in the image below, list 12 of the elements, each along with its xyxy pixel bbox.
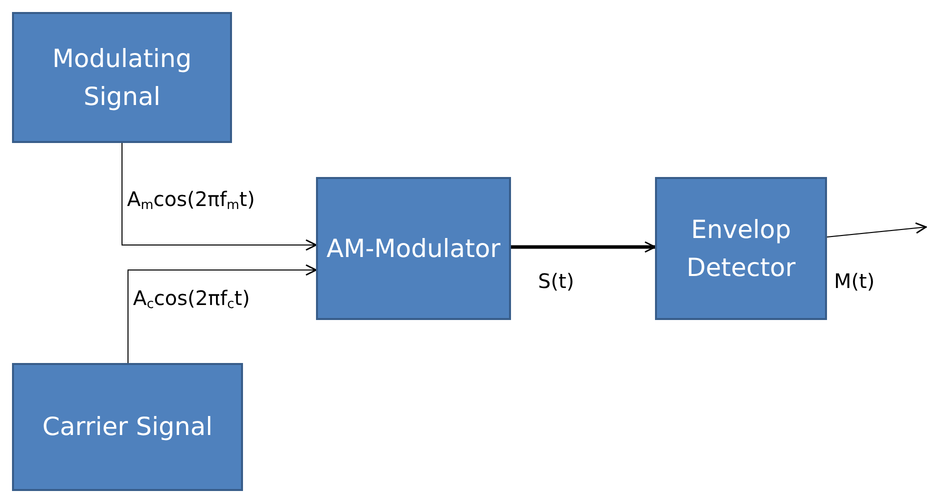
process-box xyxy=(316,177,511,320)
arrow xyxy=(122,142,317,251)
box-label: Envelop Detector xyxy=(686,214,796,284)
box-label: Modulating Signal xyxy=(51,42,193,112)
arrow xyxy=(511,241,656,253)
process-box xyxy=(655,177,827,320)
arrow xyxy=(826,222,927,238)
arrow xyxy=(128,264,317,364)
box-label: AM-Modulator xyxy=(326,232,502,264)
box-label: Carrier Signal xyxy=(41,411,214,443)
process-box xyxy=(12,12,232,143)
process-box xyxy=(12,363,243,491)
